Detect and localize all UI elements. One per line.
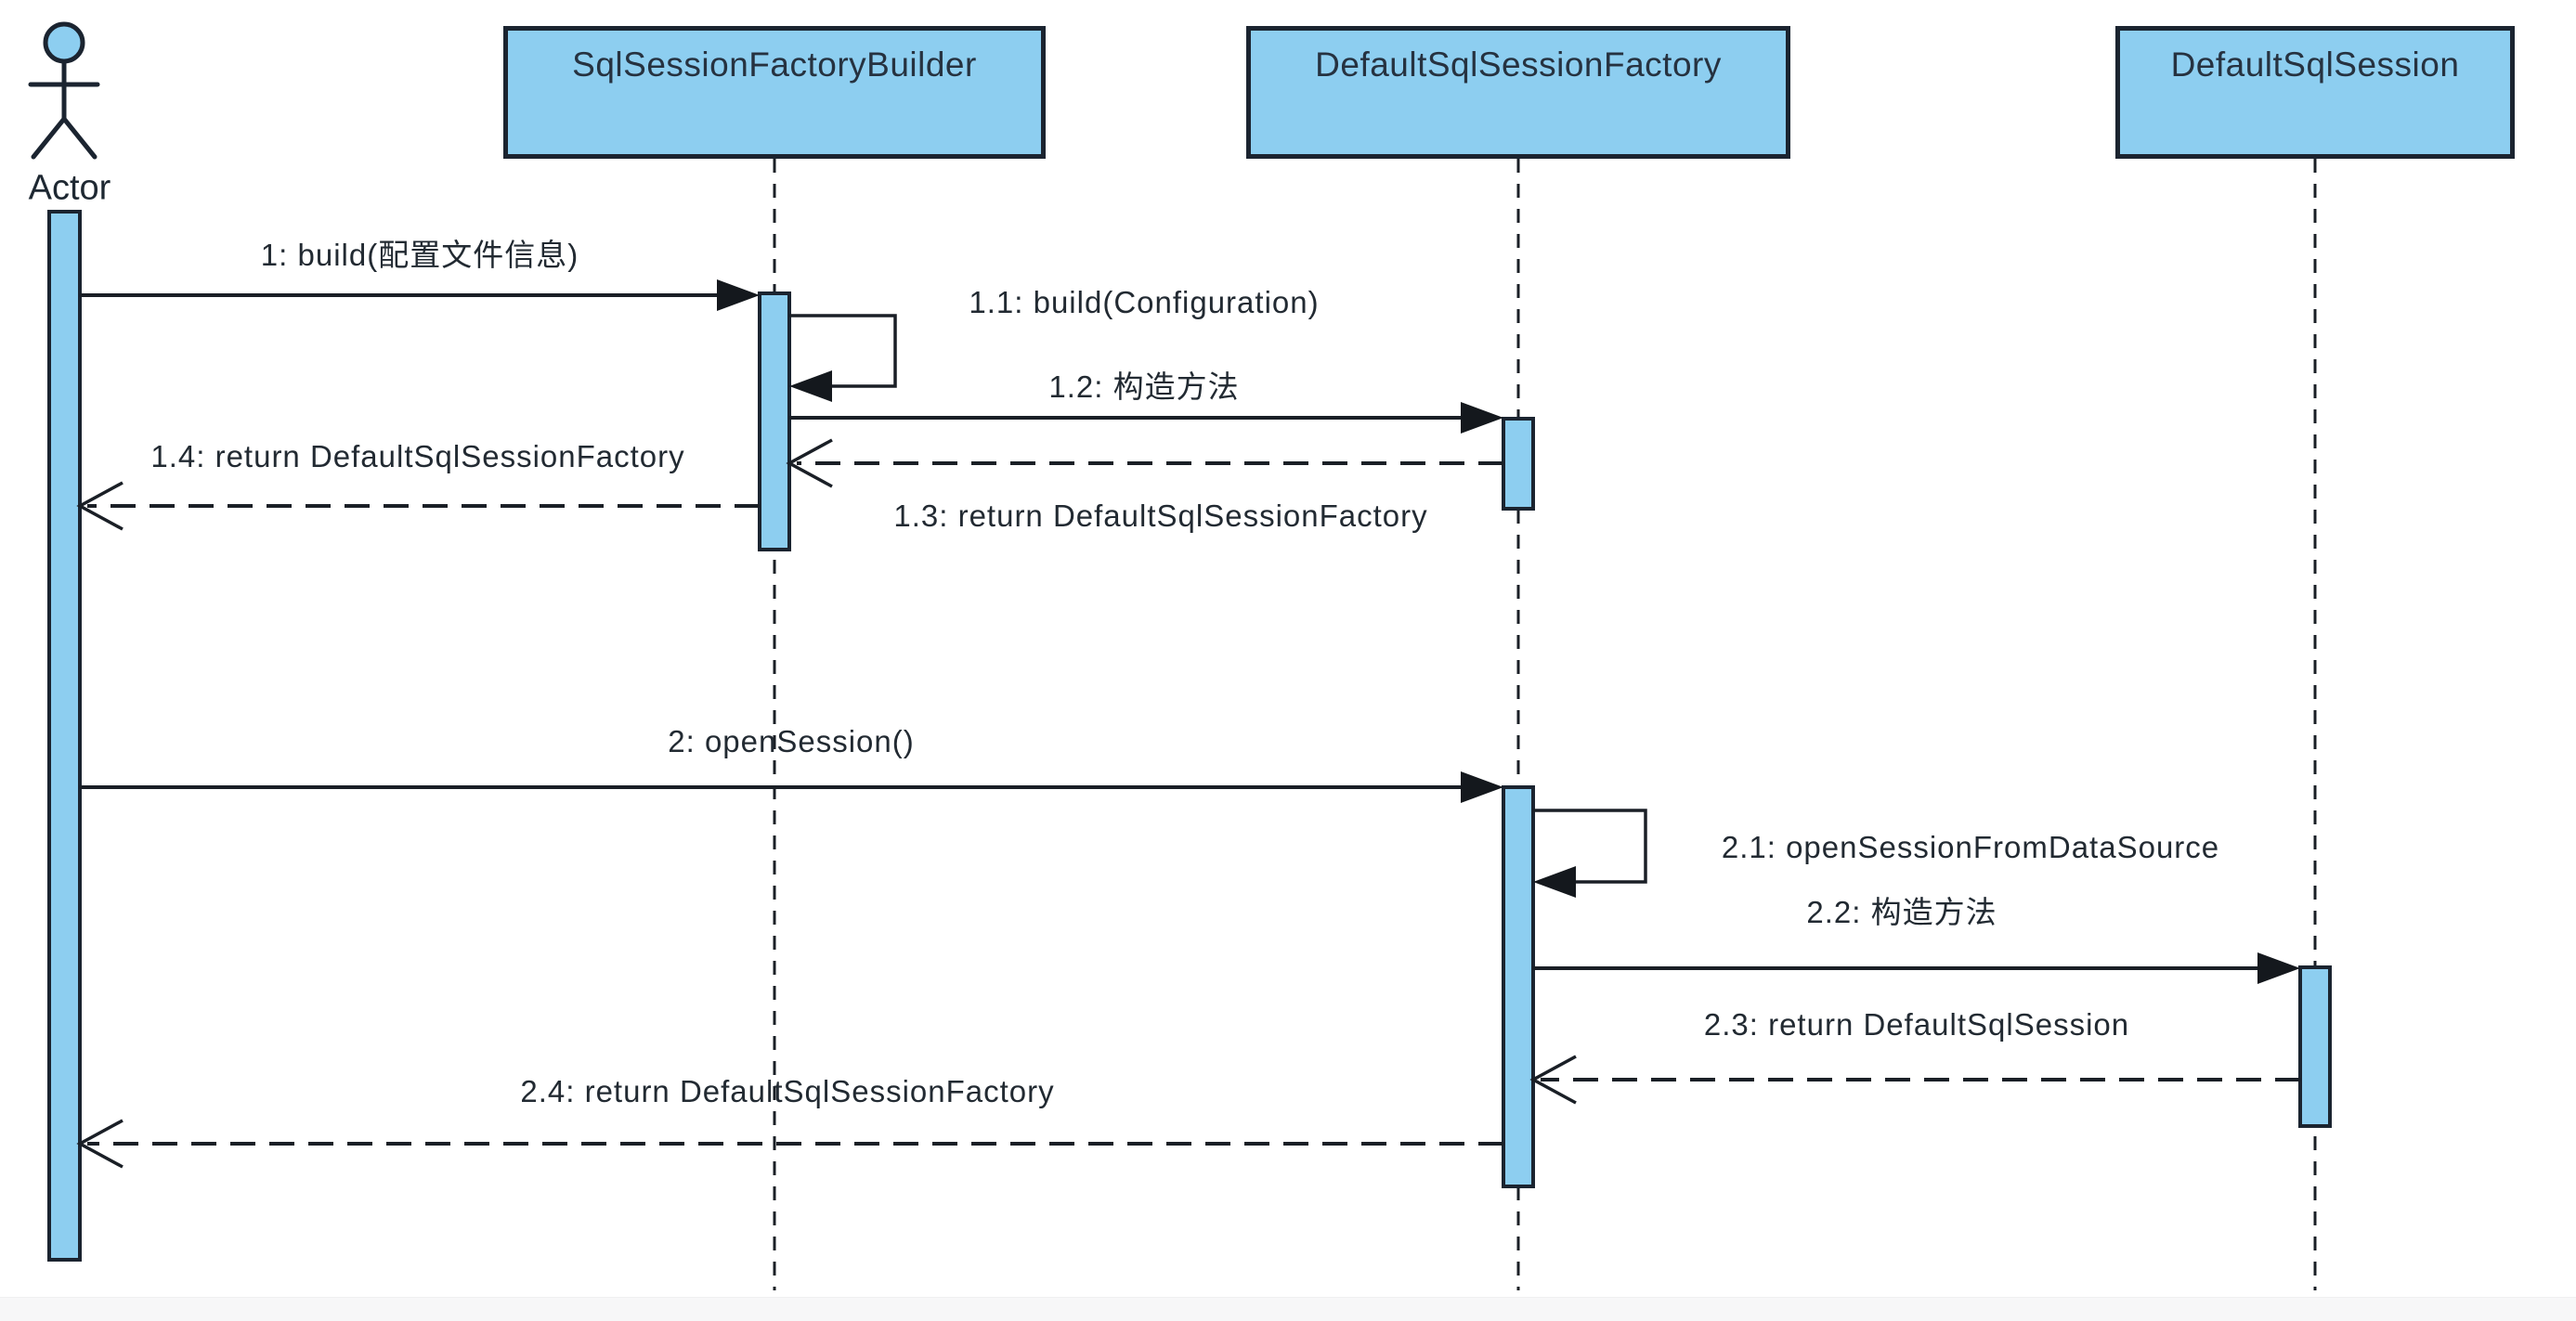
- message-2.4-arrowhead: [76, 1119, 124, 1169]
- message-1-label: 1: build(配置文件信息): [260, 238, 579, 272]
- activation-bar-factory-2: [1502, 785, 1535, 1188]
- message-1-build: [80, 279, 760, 311]
- message-2.3-return: [1529, 1055, 2300, 1105]
- message-2-arrowhead: [1461, 771, 1503, 803]
- activation-bar-actor: [47, 210, 82, 1262]
- message-1.2-label: 1.2: 构造方法: [1048, 369, 1240, 404]
- participant-label: SqlSessionFactoryBuilder: [572, 45, 977, 84]
- activation-bars: [47, 210, 2332, 1262]
- message-2.4-return: [76, 1119, 1503, 1169]
- message-1-arrowhead: [717, 279, 760, 311]
- message-1.3-label: 1.3: return DefaultSqlSessionFactory: [893, 499, 1428, 533]
- message-2.4-label: 2.4: return DefaultSqlSessionFactory: [520, 1074, 1055, 1108]
- participant-box-sqlsessionfactorybuilder: SqlSessionFactoryBuilder: [503, 26, 1046, 159]
- message-1.3-return: [786, 438, 1503, 488]
- message-2.2-construct: [1533, 952, 2300, 984]
- message-2.2-label: 2.2: 构造方法: [1806, 895, 1997, 929]
- message-2-opensession: [80, 771, 1503, 803]
- message-2.1-loop: [1533, 809, 1647, 884]
- message-1.4-return: [76, 481, 760, 531]
- message-1.1-arrowhead: [789, 370, 832, 402]
- bottom-edge-strip: [0, 1297, 2576, 1321]
- message-1.1-label: 1.1: build(Configuration): [969, 285, 1320, 319]
- message-1.3-arrowhead: [786, 438, 833, 488]
- participant-label: DefaultSqlSession: [2170, 45, 2460, 84]
- message-1.2-construct: [789, 402, 1503, 434]
- message-2.1-arrowhead: [1533, 866, 1576, 898]
- message-2.1-self-loop: [1533, 809, 1647, 898]
- message-1.4-label: 1.4: return DefaultSqlSessionFactory: [150, 439, 685, 473]
- actor-label: Actor: [28, 168, 111, 208]
- message-1.4-arrowhead: [76, 481, 124, 531]
- message-2-label: 2: openSession(): [668, 724, 915, 758]
- participant-box-defaultsqlsessionfactory: DefaultSqlSessionFactory: [1246, 26, 1790, 159]
- activation-bar-session: [2298, 965, 2332, 1128]
- message-2.2-arrowhead: [2257, 952, 2300, 984]
- message-1.2-arrowhead: [1461, 402, 1503, 434]
- message-2.3-label: 2.3: return DefaultSqlSession: [1703, 1007, 2130, 1042]
- message-1.1-self-loop: [789, 314, 897, 402]
- actor-right-leg: [61, 116, 98, 160]
- participant-label: DefaultSqlSessionFactory: [1315, 45, 1722, 84]
- actor-figure: [28, 21, 100, 160]
- actor-head: [43, 21, 85, 64]
- actor-left-leg: [31, 116, 67, 160]
- activation-bar-builder: [758, 291, 791, 551]
- activation-bar-factory-1: [1502, 417, 1535, 511]
- message-2.1-label: 2.1: openSessionFromDataSource: [1721, 830, 2220, 864]
- participant-box-defaultsqlsession: DefaultSqlSession: [2115, 26, 2515, 159]
- lifelines: [773, 159, 2317, 1290]
- message-2.3-arrowhead: [1529, 1055, 1577, 1105]
- message-1.1-loop: [789, 314, 897, 388]
